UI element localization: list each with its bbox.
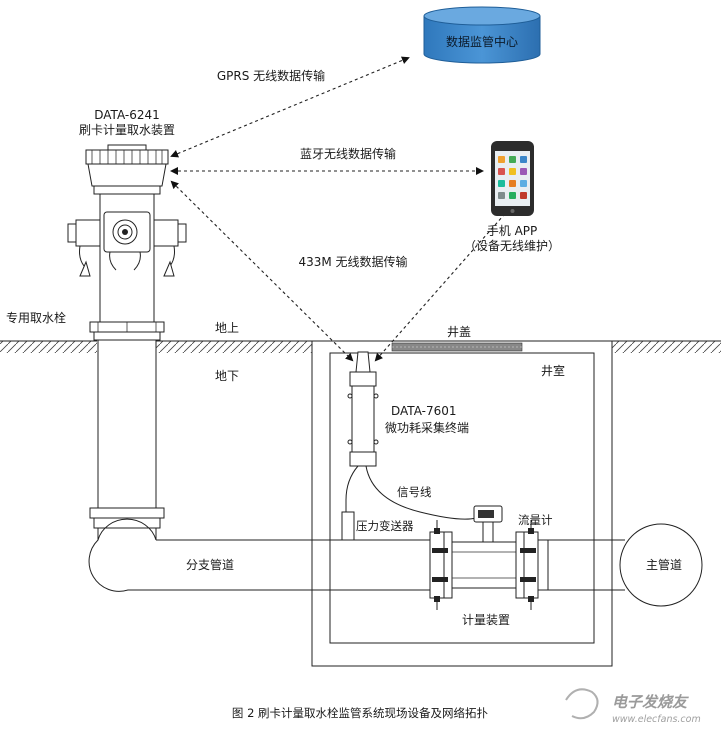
well-room-label: 井室	[541, 363, 565, 378]
hydrant-icon	[67, 144, 187, 341]
terminal-model-label: DATA-7601	[391, 404, 457, 418]
watermark-url: www.elecfans.com	[612, 714, 701, 725]
above-ground-label: 地上	[215, 321, 239, 335]
terminal-device-icon	[347, 351, 379, 467]
main-pipe-label: 主管道	[646, 557, 682, 572]
main-pipe-icon	[619, 523, 703, 607]
branch-pipe-label: 分支管道	[186, 557, 234, 572]
flowmeter-signal-line	[365, 465, 477, 520]
radio433-link-phone	[374, 206, 512, 362]
figure-caption: 图 2 刷卡计量取水栓监管系统现场设备及网络拓扑	[232, 706, 489, 720]
phone-icon	[491, 141, 534, 216]
well-chamber	[311, 340, 613, 667]
below-ground-label: 地下	[215, 369, 239, 383]
metering-device	[429, 505, 549, 610]
pressure-transmitter-icon	[341, 511, 355, 541]
app-name-label: 手机 APP	[487, 224, 538, 238]
branch-pipe	[88, 518, 625, 592]
terminal-name-label: 微功耗采集终端	[385, 420, 469, 435]
device-model-label: DATA-6241	[94, 108, 160, 122]
gprs-link	[170, 56, 410, 158]
hydrant-label: 专用取水栓	[6, 310, 66, 325]
pressure-signal-line	[345, 465, 359, 512]
watermark-text: 电子发烧友	[612, 693, 689, 711]
pressure-label: 压力变送器	[356, 519, 414, 533]
flowmeter-label: 流量计	[518, 513, 553, 527]
app-note-label: （设备无线维护）	[464, 239, 560, 253]
radio433-label: 433M 无线数据传输	[298, 254, 407, 269]
signal-line-label: 信号线	[397, 485, 432, 499]
device-name-label: 刷卡计量取水装置	[79, 123, 175, 137]
well-cover-label: 井盖	[447, 325, 471, 339]
bluetooth-label: 蓝牙无线数据传输	[300, 146, 396, 161]
gprs-label: GPRS 无线数据传输	[217, 68, 325, 83]
riser-pipe	[89, 339, 165, 529]
radio433-link-hydrant	[170, 180, 354, 362]
watermark-logo: 电子发烧友 www.elecfans.com	[565, 688, 701, 725]
metering-label: 计量装置	[462, 613, 510, 627]
data-center-database: 数据监管中心	[423, 6, 541, 64]
data-center-label: 数据监管中心	[446, 34, 518, 49]
